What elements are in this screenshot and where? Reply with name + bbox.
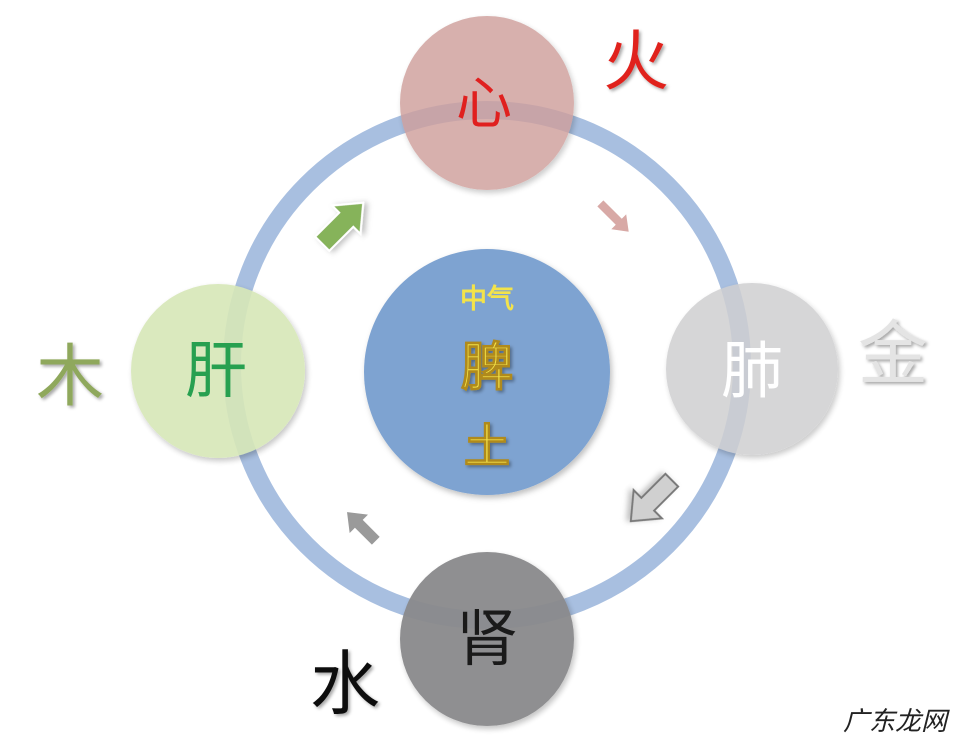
kidney-label: 肾 [456, 602, 518, 675]
lung-to-kidney-arrow [629, 472, 680, 523]
earth-label: 土 [464, 419, 510, 473]
qi-label: 中气 [460, 284, 514, 315]
kidney-circle [400, 552, 574, 726]
heart-circle [400, 16, 574, 190]
liver-to-heart-arrow [313, 201, 365, 253]
water-label: 水 [310, 643, 380, 725]
kidney-to-liver-arrow [345, 510, 382, 547]
liver-circle [131, 284, 305, 458]
liver-label: 肝 [185, 334, 247, 407]
fire-label: 火 [603, 23, 669, 100]
lung-circle [666, 283, 838, 455]
heart-to-lung-arrow [595, 198, 631, 234]
heart-label: 心 [456, 72, 512, 137]
metal-label: 金 [858, 313, 928, 395]
lung-label: 肺 [721, 334, 783, 407]
spleen-circle [364, 249, 610, 495]
spleen-label: 脾 [461, 338, 513, 398]
watermark: 广东龙网 [843, 707, 950, 737]
wood-label: 木 [36, 338, 104, 417]
